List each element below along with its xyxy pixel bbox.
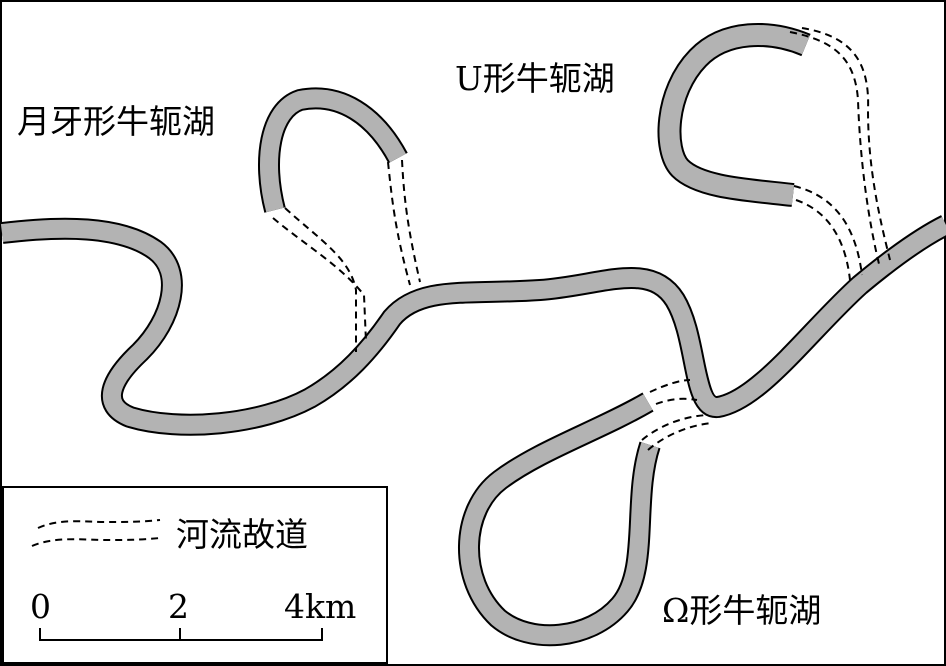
legend-old-channel-symbol [31,519,161,547]
main-river [0,215,946,436]
legend: 河流故道 0 2 4km [2,486,388,664]
old-channel-u-bottom-b [795,199,851,281]
omega-lake-label: Ω形牛轭湖 [662,591,821,630]
old-channel-u-top-b [801,27,891,261]
old-channel-omega-d [647,422,713,451]
old-river-channels [272,27,891,451]
old-channel-omega-c [641,414,709,441]
legend-old-channel-label: 河流故道 [176,515,308,554]
old-channel-omega-b [655,397,698,405]
crescent-lake-label: 月牙形牛轭湖 [17,102,215,141]
old-channel-u-top-a [789,31,881,269]
legend-box [2,486,388,664]
scale-tick-4km: 4km [284,587,356,626]
scale-tick-0: 0 [30,587,51,626]
crescent-oxbow-lake [258,87,408,213]
omega-oxbow-lake [458,392,661,647]
old-channel-omega-a [649,379,691,393]
old-channel-u-bottom-a [793,185,863,276]
old-channel-crescent-east-a [387,161,411,286]
scale-tick-2: 2 [168,587,189,626]
old-channel-crescent-east-b [401,159,421,283]
u-oxbow-lake [657,23,811,207]
scale-bar [39,628,323,641]
u-lake-label: U形牛轭湖 [455,59,615,98]
old-channel-crescent-west-b [272,217,367,343]
old-channel-crescent-west-a [284,207,357,352]
